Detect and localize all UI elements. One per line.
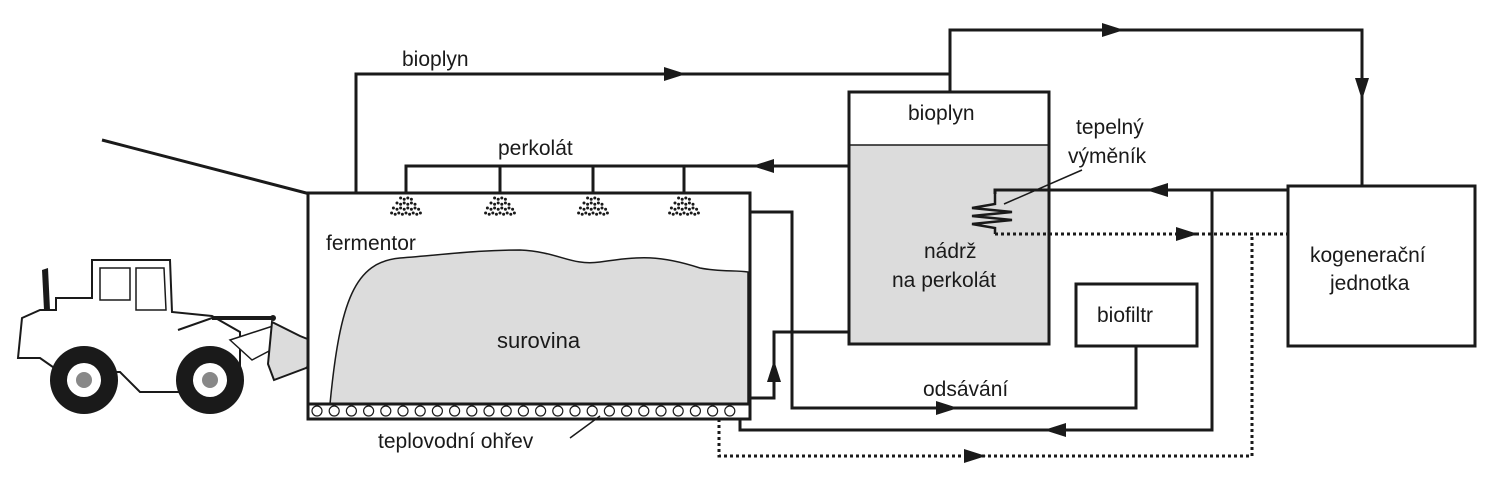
label-bioplyn-tank: bioplyn	[908, 102, 975, 125]
label-nadrz: nádrž	[924, 240, 977, 263]
heating-pipe-circle	[655, 405, 667, 417]
heat-exchanger-callout	[1003, 169, 1083, 205]
arrow-percolate	[752, 159, 774, 173]
loading-ramp-line	[101, 138, 311, 196]
heating-pipe-circle	[620, 405, 633, 417]
heating-pipe-circle	[724, 405, 736, 417]
heating-pipe-circle	[397, 405, 409, 417]
heating-pipe-circles	[311, 405, 736, 417]
heating-pipe-circle	[638, 405, 650, 417]
percolate-liquid	[850, 145, 1048, 343]
biofiltr-box	[1074, 282, 1199, 348]
heating-pipe-circle	[586, 405, 598, 417]
label-vymenik: výměník	[1068, 145, 1147, 168]
heating-pipe-circle	[449, 405, 461, 417]
heating-pipe-circle	[483, 405, 495, 417]
hot-water-supply	[993, 188, 1288, 194]
label-tepelny: tepelný	[1076, 116, 1144, 139]
arrow-floor-return	[964, 449, 986, 463]
spray-nozzles	[390, 196, 700, 216]
heating-pipe-circle	[552, 405, 564, 417]
label-jednotka: jednotka	[1329, 272, 1410, 295]
spray-nozzle-icon	[668, 196, 700, 216]
label-biofiltr: biofiltr	[1097, 304, 1153, 327]
arrow-biogas-1	[664, 67, 686, 81]
wheel-loader-icon	[16, 259, 332, 414]
arrow-exhaust	[936, 401, 958, 415]
heating-pipe-circle	[345, 405, 357, 417]
heating-pipe-circle	[534, 405, 547, 417]
label-odsavani: odsávání	[923, 378, 1008, 401]
heating-pipe-circle	[328, 405, 340, 417]
label-na-perkolat: na perkolát	[892, 269, 996, 292]
heat-exchanger-coil-icon	[971, 194, 1013, 234]
biogas-pipe-fermentor	[354, 72, 950, 193]
heating-pipe-circle	[569, 405, 581, 417]
arrow-return-up	[767, 360, 781, 382]
spray-nozzle-icon	[577, 196, 609, 216]
heating-pipe-circle	[414, 405, 426, 417]
chp-unit-box	[1286, 184, 1477, 348]
hot-water-to-floor	[738, 190, 1214, 432]
arrow-biogas-down	[1355, 78, 1369, 100]
heating-pipe-circle	[380, 405, 392, 417]
substrate-pile	[329, 249, 749, 405]
arrow-biogas-2	[1102, 23, 1124, 37]
label-teplovodni: teplovodní ohřev	[378, 430, 534, 453]
percolate-return-pipe	[750, 330, 849, 400]
heating-pipe-circle	[603, 405, 616, 417]
spray-nozzle-icon	[390, 196, 422, 216]
heating-pipe-circle	[311, 405, 323, 417]
heating-pipe-circle	[431, 405, 443, 417]
biogas-pipe-tank	[948, 28, 1364, 186]
label-fermentor: fermentor	[326, 232, 416, 255]
heating-pipe-circle	[689, 405, 702, 417]
heating-pipe-circle	[500, 405, 512, 417]
heating-callout	[569, 415, 601, 439]
heating-pipe-circle	[466, 405, 478, 417]
heating-pipe-circle	[672, 405, 684, 417]
heating-pipe-circle	[706, 405, 719, 417]
arrow-hot-water	[1146, 183, 1168, 197]
label-kogeneracni: kogenerační	[1310, 244, 1426, 267]
heating-pipe-circle	[517, 405, 530, 417]
arrow-tank-return	[1176, 227, 1198, 241]
percolate-main-pipe	[404, 164, 849, 193]
arrow-floor-supply	[1044, 423, 1066, 437]
heating-pipe-circle	[363, 405, 375, 417]
exhaust-pipe	[750, 210, 1138, 410]
label-bioplyn-pipe: bioplyn	[402, 48, 469, 71]
spray-nozzle-icon	[484, 196, 516, 216]
floor-return-dotted	[717, 234, 1254, 458]
label-surovina: surovina	[497, 328, 581, 353]
label-perkolat: perkolát	[498, 137, 573, 160]
